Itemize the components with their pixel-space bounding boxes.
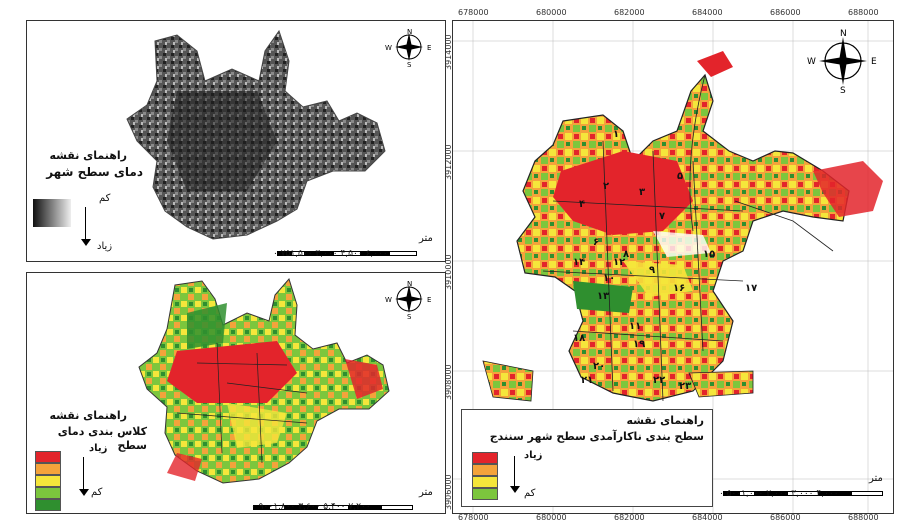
district-number-label: ۳ (639, 187, 646, 198)
red-core-zone (553, 151, 693, 235)
district-number-label: ۱۶ (673, 283, 686, 294)
inefficiency-map (453, 21, 893, 513)
lst-arrow-line (85, 207, 86, 241)
lst-class-map-panel: راهنمای نقشه کلاس بندی دمای سطح زیاد کم … (26, 272, 446, 514)
north-e-label: E (427, 296, 431, 304)
coord-tick-label: 678000 (458, 513, 489, 522)
main-scalebar (723, 481, 883, 496)
lstc-label-low: کم (91, 487, 103, 498)
lstc-scalebar (253, 495, 413, 510)
lst-scalebar (277, 241, 417, 256)
lstc-legend-subtitle: کلاس بندی دمای سطح (57, 425, 147, 452)
lst-grayscale-map (126, 29, 386, 240)
coord-tick-label: 678000 (458, 8, 489, 17)
main-swatch-medium (472, 476, 498, 488)
north-e-label: E (871, 57, 877, 67)
compass-rose-icon: N S E W (385, 280, 431, 319)
coord-tick-label: 686000 (770, 8, 801, 17)
main-swatch-low (472, 488, 498, 500)
district-number-label: ۱۸ (573, 333, 586, 344)
district-number-label: ۱۳ (597, 291, 610, 302)
district-number-label: ۲۳ (679, 381, 692, 392)
district-number-label: ۱۵ (703, 249, 716, 260)
north-s-label: S (407, 61, 412, 67)
main-label-high: زیاد (524, 450, 543, 461)
lstc-scale-unit: متر (419, 487, 433, 498)
district-number-label: ۹ (649, 265, 656, 276)
district-number-label: ۱ (613, 129, 620, 140)
district-number-label: ۲۲ (653, 375, 666, 386)
district-number-label: ۱۹ (633, 339, 646, 350)
coord-tick-label: 682000 (614, 8, 645, 17)
district-number-label: ۵ (677, 171, 684, 182)
main-legend-subtitle: سطح بندی ناکارآمدی سطح شهر سنندج (489, 430, 704, 443)
lst-classified-map (138, 277, 390, 484)
lstc-legend-title: راهنمای نقشه (49, 409, 127, 422)
coord-tick-label: 686000 (770, 513, 801, 522)
lstc-scale-numbers: ۰ ۹۰۰۱,۸۰۰ ۳,۶۰۰ ۵,۴۰۰ ۷,۲۰۰ (251, 502, 371, 512)
lstc-swatch-high (35, 463, 61, 475)
coord-tick-label: 684000 (692, 513, 723, 522)
lstc-swatch-medium (35, 475, 61, 487)
district-number-label: ۲ (603, 181, 610, 192)
north-w-label: W (807, 57, 816, 67)
lst-scale-numbers: ۰ ۷۵۱,۵۰۰ ۳,۰۰۰ ۴,۵۰۰ ۶,۰۰۰ (273, 249, 388, 259)
north-n-label: N (407, 28, 412, 36)
coord-tick-label: 688000 (848, 513, 879, 522)
compass-rose-icon: N S E W (385, 28, 431, 67)
north-e-label: E (427, 44, 431, 52)
north-n-label: N (407, 280, 412, 288)
district-number-label: ۷ (659, 211, 666, 222)
coord-tick-label: 680000 (536, 8, 567, 17)
lstc-swatch-very-high (35, 451, 61, 463)
main-swatch-high (472, 464, 498, 476)
lst-label-high: زیاد (97, 241, 113, 252)
lstc-swatch-low (35, 487, 61, 499)
district-number-label: ۱۰ (603, 273, 616, 284)
main-legend-title: راهنمای نقشه (626, 414, 704, 427)
arrow-down-icon (81, 239, 91, 246)
lst-gradient-ramp (33, 199, 71, 227)
district-number-label: ۲۱ (581, 375, 594, 386)
north-n-label: N (840, 29, 847, 39)
main-legend-box: راهنمای نقشه سطح بندی ناکارآمدی سطح شهر … (461, 409, 713, 507)
lstc-swatch-very-low (35, 499, 61, 511)
arrow-down-icon (79, 489, 89, 496)
coord-tick-label: 688000 (848, 8, 879, 17)
main-arrow-line (514, 456, 515, 488)
coord-tick-label: 680000 (536, 513, 567, 522)
north-w-label: W (385, 44, 392, 52)
main-scale-unit: متر (869, 473, 883, 484)
lst-scale-unit: متر (419, 233, 433, 244)
compass-rose-icon: N S E W (807, 29, 877, 95)
district-number-label: ۱۷ (745, 283, 758, 294)
district-number-label: ۴ (579, 199, 586, 210)
lstc-label-high: زیاد (89, 443, 108, 454)
main-scale-numbers: ۰ ۵۰۰۱,۰۰۰ ۲,۰۰۰ ۳,۰۰۰ ۴,۰۰۰ (719, 489, 839, 499)
main-label-low: کم (524, 488, 536, 499)
lstc-arrow-line (83, 457, 84, 491)
district-number-label: ۲۰ (593, 361, 606, 372)
lst-label-low: کم (99, 193, 111, 204)
lst-legend-title: راهنمای نقشه (49, 149, 127, 162)
main-swatch-very-high (472, 452, 498, 464)
district-number-label: ۱۲ (613, 257, 626, 268)
district-number-label: ۸ (623, 249, 630, 260)
district-number-label: ۱۴ (573, 257, 586, 268)
coord-tick-label: 684000 (692, 8, 723, 17)
lst-legend-subtitle: دمای سطح شهر (46, 165, 143, 179)
north-w-label: W (385, 296, 392, 304)
north-s-label: S (407, 313, 412, 319)
lst-map-panel: راهنمای نقشه دمای سطح شهر کم زیاد N S E … (26, 20, 446, 262)
district-number-label: ۱۱ (629, 321, 642, 332)
arrow-down-icon (510, 486, 520, 493)
coord-tick-label: 682000 (614, 513, 645, 522)
district-number-label: ۶ (593, 237, 600, 248)
north-s-label: S (840, 86, 846, 95)
